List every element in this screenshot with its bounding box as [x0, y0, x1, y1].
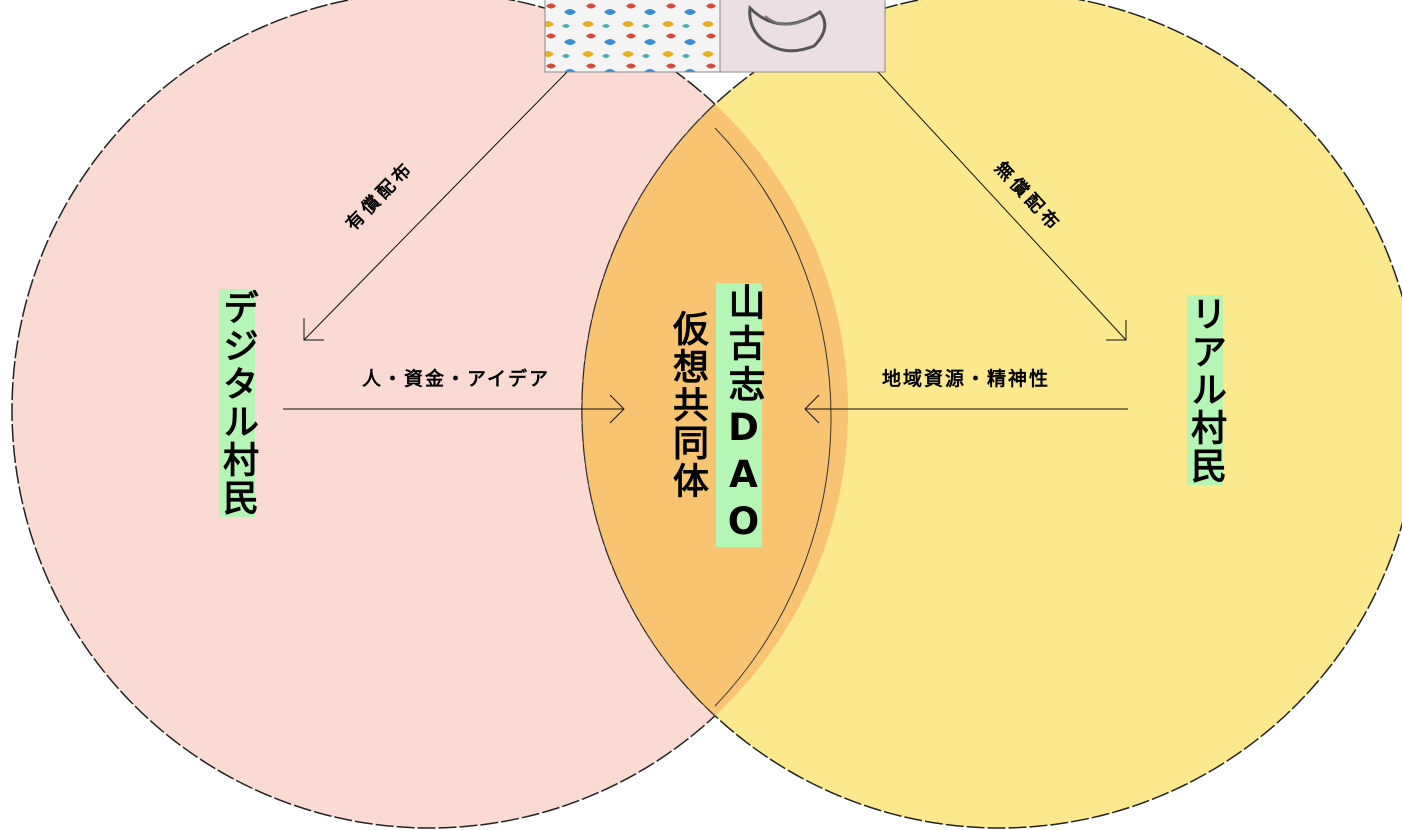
digital-contribution-label: 人・資金・アイデア — [362, 368, 551, 390]
virtual-community-label: 仮想共同体 — [667, 310, 708, 500]
real-villagers-label: リアル村民 — [1185, 295, 1226, 485]
paid-distribution-arrow — [303, 71, 568, 341]
free-distribution-arrow — [877, 71, 1127, 341]
nft-ink-image — [719, 0, 886, 73]
yamakoshi-dao-label: 山古志DAO — [716, 283, 765, 547]
digital-villagers-label: デジタル村民 — [217, 289, 258, 517]
nft-fish-image — [544, 0, 721, 73]
digital-contribution-arrow — [283, 394, 625, 424]
intersection-area — [581, 0, 848, 828]
intersection-outline — [714, 127, 832, 707]
real-contribution-arrow — [804, 394, 1128, 424]
nft-image-pair — [544, 0, 886, 73]
real-contribution-label: 地域資源・精神性 — [882, 368, 1051, 390]
